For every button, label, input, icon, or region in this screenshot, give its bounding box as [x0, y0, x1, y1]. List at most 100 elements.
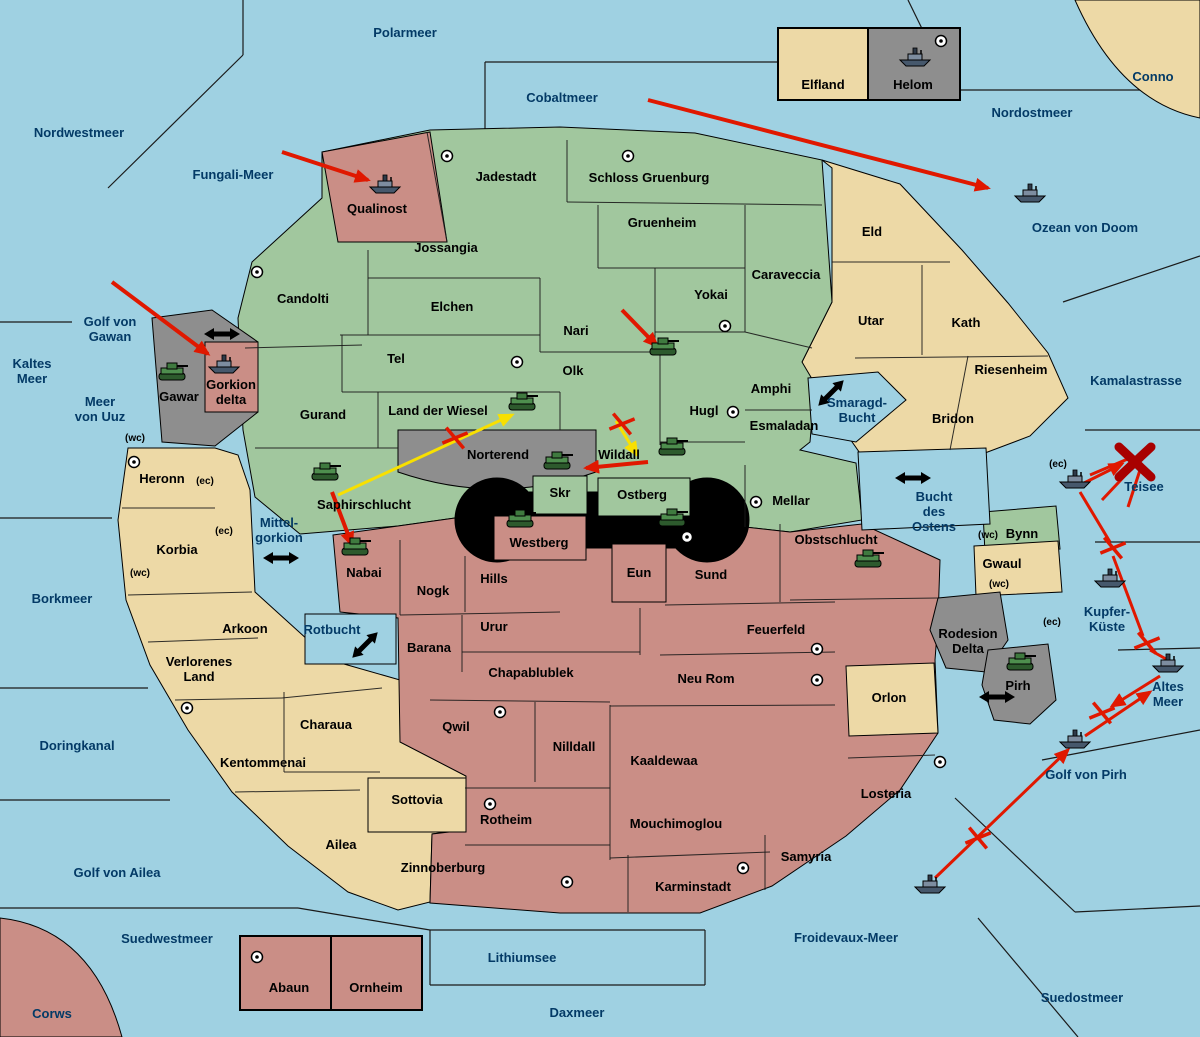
- territory-label-schloss-gruenburg[interactable]: Schloss Gruenburg: [589, 170, 710, 185]
- territory-label-land-der-wiesel[interactable]: Land der Wiesel: [388, 403, 488, 418]
- territory-label-ailea[interactable]: Ailea: [325, 837, 357, 852]
- tank-unit[interactable]: [506, 509, 536, 528]
- territory-shape-red-southlands[interactable]: [332, 517, 941, 914]
- territory-label-qwil[interactable]: Qwil: [442, 719, 469, 734]
- tank-unit[interactable]: [658, 508, 688, 527]
- sea-label-fungali-meer[interactable]: Fungali-Meer: [193, 167, 274, 182]
- territory-label-olk[interactable]: Olk: [563, 363, 585, 378]
- territory-shape-bynn[interactable]: [982, 505, 1061, 554]
- territory-label-kaaldewaa[interactable]: Kaaldewaa: [630, 753, 698, 768]
- territory-label-eun[interactable]: Eun: [627, 565, 652, 580]
- territory-label-obstschlucht[interactable]: Obstschlucht: [794, 532, 878, 547]
- territory-label-hugl[interactable]: Hugl: [690, 403, 719, 418]
- territory-label-helom[interactable]: Helom: [893, 77, 933, 92]
- sea-label-polarmeer[interactable]: Polarmeer: [373, 25, 437, 40]
- ship-unit[interactable]: [913, 874, 947, 894]
- territory-label-skr[interactable]: Skr: [550, 485, 571, 500]
- territory-label-utar[interactable]: Utar: [858, 313, 884, 328]
- territory-label-nari[interactable]: Nari: [563, 323, 588, 338]
- territory-label-amphi[interactable]: Amphi: [751, 381, 791, 396]
- territory-label-chapablublek[interactable]: Chapablublek: [488, 665, 574, 680]
- territory-label-elfland[interactable]: Elfland: [801, 77, 844, 92]
- territory-label-bynn[interactable]: Bynn: [1006, 526, 1039, 541]
- ship-unit[interactable]: [1151, 653, 1185, 673]
- territory-label-urur[interactable]: Urur: [480, 619, 507, 634]
- territory-label-westberg[interactable]: Westberg: [510, 535, 569, 550]
- territory-label-eld[interactable]: Eld: [862, 224, 882, 239]
- territory-shape-sottovia[interactable]: [367, 777, 467, 833]
- territory-label-losteria[interactable]: Losteria: [861, 786, 912, 801]
- sea-label-froidevaux-meer[interactable]: Froidevaux-Meer: [794, 930, 898, 945]
- territory-shape-ornheim-box[interactable]: [330, 935, 423, 1011]
- territory-label-candolti[interactable]: Candolti: [277, 291, 329, 306]
- territory-label-barana[interactable]: Barana: [407, 640, 452, 655]
- ship-unit[interactable]: [207, 354, 241, 374]
- territory-shape-abaun-box[interactable]: [239, 935, 332, 1011]
- territory-label-nogk[interactable]: Nogk: [417, 583, 450, 598]
- sea-label-golf-von-ailea[interactable]: Golf von Ailea: [74, 865, 162, 880]
- tank-unit[interactable]: [1006, 652, 1036, 671]
- sea-label-nordwestmeer[interactable]: Nordwestmeer: [34, 125, 124, 140]
- sea-label-rotbucht[interactable]: Rotbucht: [303, 622, 361, 637]
- ship-unit[interactable]: [1013, 183, 1047, 203]
- tank-unit[interactable]: [649, 337, 679, 356]
- territory-label-mellar[interactable]: Mellar: [772, 493, 810, 508]
- territory-label-bridon[interactable]: Bridon: [932, 411, 974, 426]
- territory-label-norterend[interactable]: Norterend: [467, 447, 529, 462]
- ship-unit[interactable]: [1058, 729, 1092, 749]
- territory-label-neu-rom[interactable]: Neu Rom: [677, 671, 734, 686]
- tank-unit[interactable]: [508, 392, 538, 411]
- territory-label-mouchimoglou[interactable]: Mouchimoglou: [630, 816, 722, 831]
- territory-label-esmaladan[interactable]: Esmaladan: [750, 418, 819, 433]
- territory-shape-bucht-des-ostens-water[interactable]: [857, 447, 991, 531]
- territory-label-gurand[interactable]: Gurand: [300, 407, 346, 422]
- territory-shape-pirh[interactable]: [981, 643, 1057, 725]
- sea-label-cobaltmeer[interactable]: Cobaltmeer: [526, 90, 598, 105]
- sea-label-doringkanal[interactable]: Doringkanal: [39, 738, 114, 753]
- sea-label-mittel-gorkion[interactable]: Mittel-gorkion: [255, 515, 303, 545]
- ship-unit[interactable]: [898, 47, 932, 67]
- territory-label-orlon[interactable]: Orlon: [872, 690, 907, 705]
- territory-label-feuerfeld[interactable]: Feuerfeld: [747, 622, 806, 637]
- tank-unit[interactable]: [543, 451, 573, 470]
- territory-label-jadestadt[interactable]: Jadestadt: [476, 169, 537, 184]
- territory-shape-orlon[interactable]: [845, 662, 939, 737]
- tank-unit[interactable]: [658, 437, 688, 456]
- territory-label-kentommenai[interactable]: Kentommenai: [220, 755, 306, 770]
- territory-label-tel[interactable]: Tel: [387, 351, 405, 366]
- territory-label-saphirschlucht[interactable]: Saphirschlucht: [317, 497, 412, 512]
- territory-label-ornheim[interactable]: Ornheim: [349, 980, 402, 995]
- ship-unit[interactable]: [1058, 469, 1092, 489]
- territory-label-yokai[interactable]: Yokai: [694, 287, 728, 302]
- sea-label-ozean-von-doom[interactable]: Ozean von Doom: [1032, 220, 1138, 235]
- territory-shape-rotbucht-water[interactable]: [304, 613, 397, 665]
- sea-label-kupfer-küste[interactable]: Kupfer-Küste: [1084, 604, 1130, 634]
- territory-label-kath[interactable]: Kath: [952, 315, 981, 330]
- sea-label-borkmeer[interactable]: Borkmeer: [32, 591, 93, 606]
- sea-label-suedostmeer[interactable]: Suedostmeer: [1041, 990, 1123, 1005]
- sea-label-lithiumsee[interactable]: Lithiumsee: [488, 950, 557, 965]
- sea-label-suedwestmeer[interactable]: Suedwestmeer: [121, 931, 213, 946]
- tank-unit[interactable]: [158, 362, 188, 381]
- territory-label-wildall[interactable]: Wildall: [598, 447, 640, 462]
- sea-label-corws[interactable]: Corws: [32, 1006, 72, 1021]
- sea-label-golf-von-pirh[interactable]: Golf von Pirh: [1045, 767, 1127, 782]
- territory-label-caraveccia[interactable]: Caraveccia: [752, 267, 821, 282]
- territory-label-gruenheim[interactable]: Gruenheim: [628, 215, 697, 230]
- territory-label-nilldall[interactable]: Nilldall: [553, 739, 596, 754]
- territory-label-arkoon[interactable]: Arkoon: [222, 621, 268, 636]
- territory-shape-skr[interactable]: [532, 475, 588, 515]
- territory-label-riesenheim[interactable]: Riesenheim: [975, 362, 1048, 377]
- territory-label-karminstadt[interactable]: Karminstadt: [655, 879, 732, 894]
- sea-label-smaragd-bucht[interactable]: Smaragd-Bucht: [827, 395, 887, 425]
- territory-label-charaua[interactable]: Charaua: [300, 717, 353, 732]
- territory-label-abaun[interactable]: Abaun: [269, 980, 310, 995]
- territory-shape-gwaul[interactable]: [973, 540, 1063, 597]
